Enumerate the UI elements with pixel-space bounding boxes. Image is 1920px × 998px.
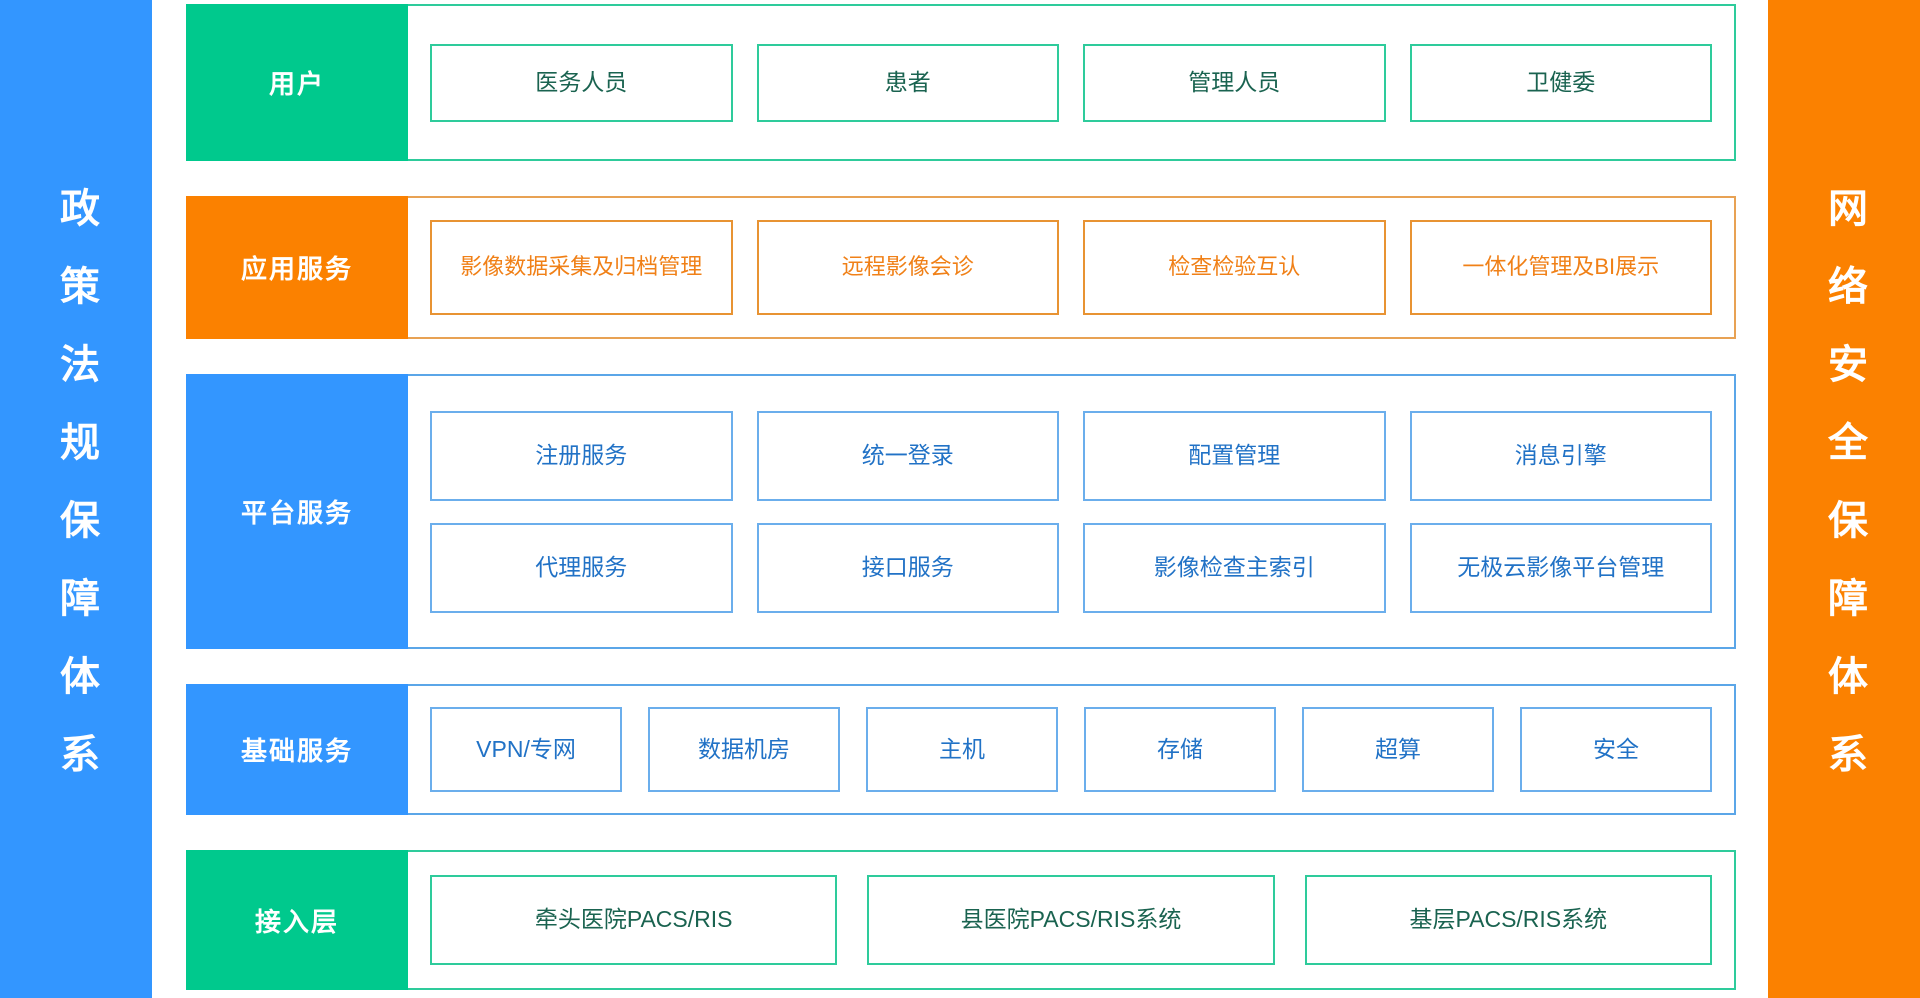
item-line: VPN/专网 数据机房 主机 存储 超算 安全: [430, 707, 1712, 792]
item-box[interactable]: 配置管理: [1083, 410, 1386, 501]
item-box[interactable]: 数据机房: [648, 707, 840, 792]
item-box[interactable]: 无极云影像平台管理: [1409, 522, 1712, 613]
layer-header-infrastructure-service: 基础服务: [186, 684, 408, 815]
layer-row-platform-service: 平台服务 注册服务 统一登录 配置管理 消息引擎 代理服务 接口服务 影像检查主…: [186, 374, 1736, 649]
layer-row-user: 用户 医务人员 患者 管理人员 卫健委: [186, 4, 1736, 161]
item-box[interactable]: 超算: [1302, 707, 1494, 792]
item-box[interactable]: 远程影像会诊: [756, 220, 1059, 315]
item-line: 注册服务 统一登录 配置管理 消息引擎: [430, 410, 1712, 501]
right-banner-security: 网络安全保障体系: [1768, 0, 1920, 998]
item-line: 代理服务 接口服务 影像检查主索引 无极云影像平台管理: [430, 522, 1712, 613]
item-box[interactable]: 接口服务: [756, 522, 1059, 613]
layer-header-platform-service: 平台服务: [186, 374, 408, 649]
layer-header-access: 接入层: [186, 850, 408, 990]
item-box[interactable]: 统一登录: [756, 410, 1059, 501]
layer-body-access: 牵头医院PACS/RIS 县医院PACS/RIS系统 基层PACS/RIS系统: [408, 850, 1736, 990]
layer-body-platform-service: 注册服务 统一登录 配置管理 消息引擎 代理服务 接口服务 影像检查主索引 无极…: [408, 374, 1736, 649]
layer-body-infrastructure-service: VPN/专网 数据机房 主机 存储 超算 安全: [408, 684, 1736, 815]
item-box[interactable]: 安全: [1520, 707, 1712, 792]
item-box[interactable]: 患者: [756, 43, 1059, 122]
item-line: 医务人员 患者 管理人员 卫健委: [430, 43, 1712, 122]
item-box[interactable]: 检查检验互认: [1083, 220, 1386, 315]
left-banner-label: 政策法规保障体系: [54, 187, 98, 811]
item-box[interactable]: 县医院PACS/RIS系统: [867, 875, 1275, 965]
layer-header-user: 用户: [186, 4, 408, 161]
item-box[interactable]: 代理服务: [430, 522, 733, 613]
item-box[interactable]: 一体化管理及BI展示: [1409, 220, 1712, 315]
layer-row-access: 接入层 牵头医院PACS/RIS 县医院PACS/RIS系统 基层PACS/RI…: [186, 850, 1736, 990]
item-box[interactable]: 医务人员: [430, 43, 733, 122]
item-box[interactable]: VPN/专网: [430, 707, 622, 792]
layer-title-application-service: 应用服务: [240, 254, 353, 284]
item-box[interactable]: 影像检查主索引: [1083, 522, 1386, 613]
item-line: 影像数据采集及归档管理 远程影像会诊 检查检验互认 一体化管理及BI展示: [430, 220, 1712, 315]
layer-title-access: 接入层: [254, 906, 339, 937]
layer-row-infrastructure-service: 基础服务 VPN/专网 数据机房 主机 存储 超算 安全: [186, 684, 1736, 815]
layer-row-application-service: 应用服务 影像数据采集及归档管理 远程影像会诊 检查检验互认 一体化管理及BI展…: [186, 196, 1736, 339]
item-box[interactable]: 注册服务: [430, 410, 733, 501]
item-box[interactable]: 消息引擎: [1409, 410, 1712, 501]
layer-body-application-service: 影像数据采集及归档管理 远程影像会诊 检查检验互认 一体化管理及BI展示: [408, 196, 1736, 339]
right-banner-label: 网络安全保障体系: [1822, 187, 1866, 811]
item-box[interactable]: 主机: [866, 707, 1058, 792]
layer-title-user: 用户: [268, 69, 325, 99]
layer-title-infrastructure-service: 基础服务: [240, 736, 353, 766]
item-box[interactable]: 牵头医院PACS/RIS: [430, 875, 838, 965]
item-box[interactable]: 卫健委: [1409, 43, 1712, 122]
item-line: 牵头医院PACS/RIS 县医院PACS/RIS系统 基层PACS/RIS系统: [430, 875, 1712, 965]
layer-body-user: 医务人员 患者 管理人员 卫健委: [408, 4, 1736, 161]
item-box[interactable]: 存储: [1084, 707, 1276, 792]
layer-header-application-service: 应用服务: [186, 196, 408, 339]
layer-title-platform-service: 平台服务: [240, 498, 353, 528]
left-banner-policy: 政策法规保障体系: [0, 0, 152, 998]
item-box[interactable]: 影像数据采集及归档管理: [430, 220, 733, 315]
item-box[interactable]: 管理人员: [1083, 43, 1386, 122]
item-box[interactable]: 基层PACS/RIS系统: [1304, 875, 1712, 965]
